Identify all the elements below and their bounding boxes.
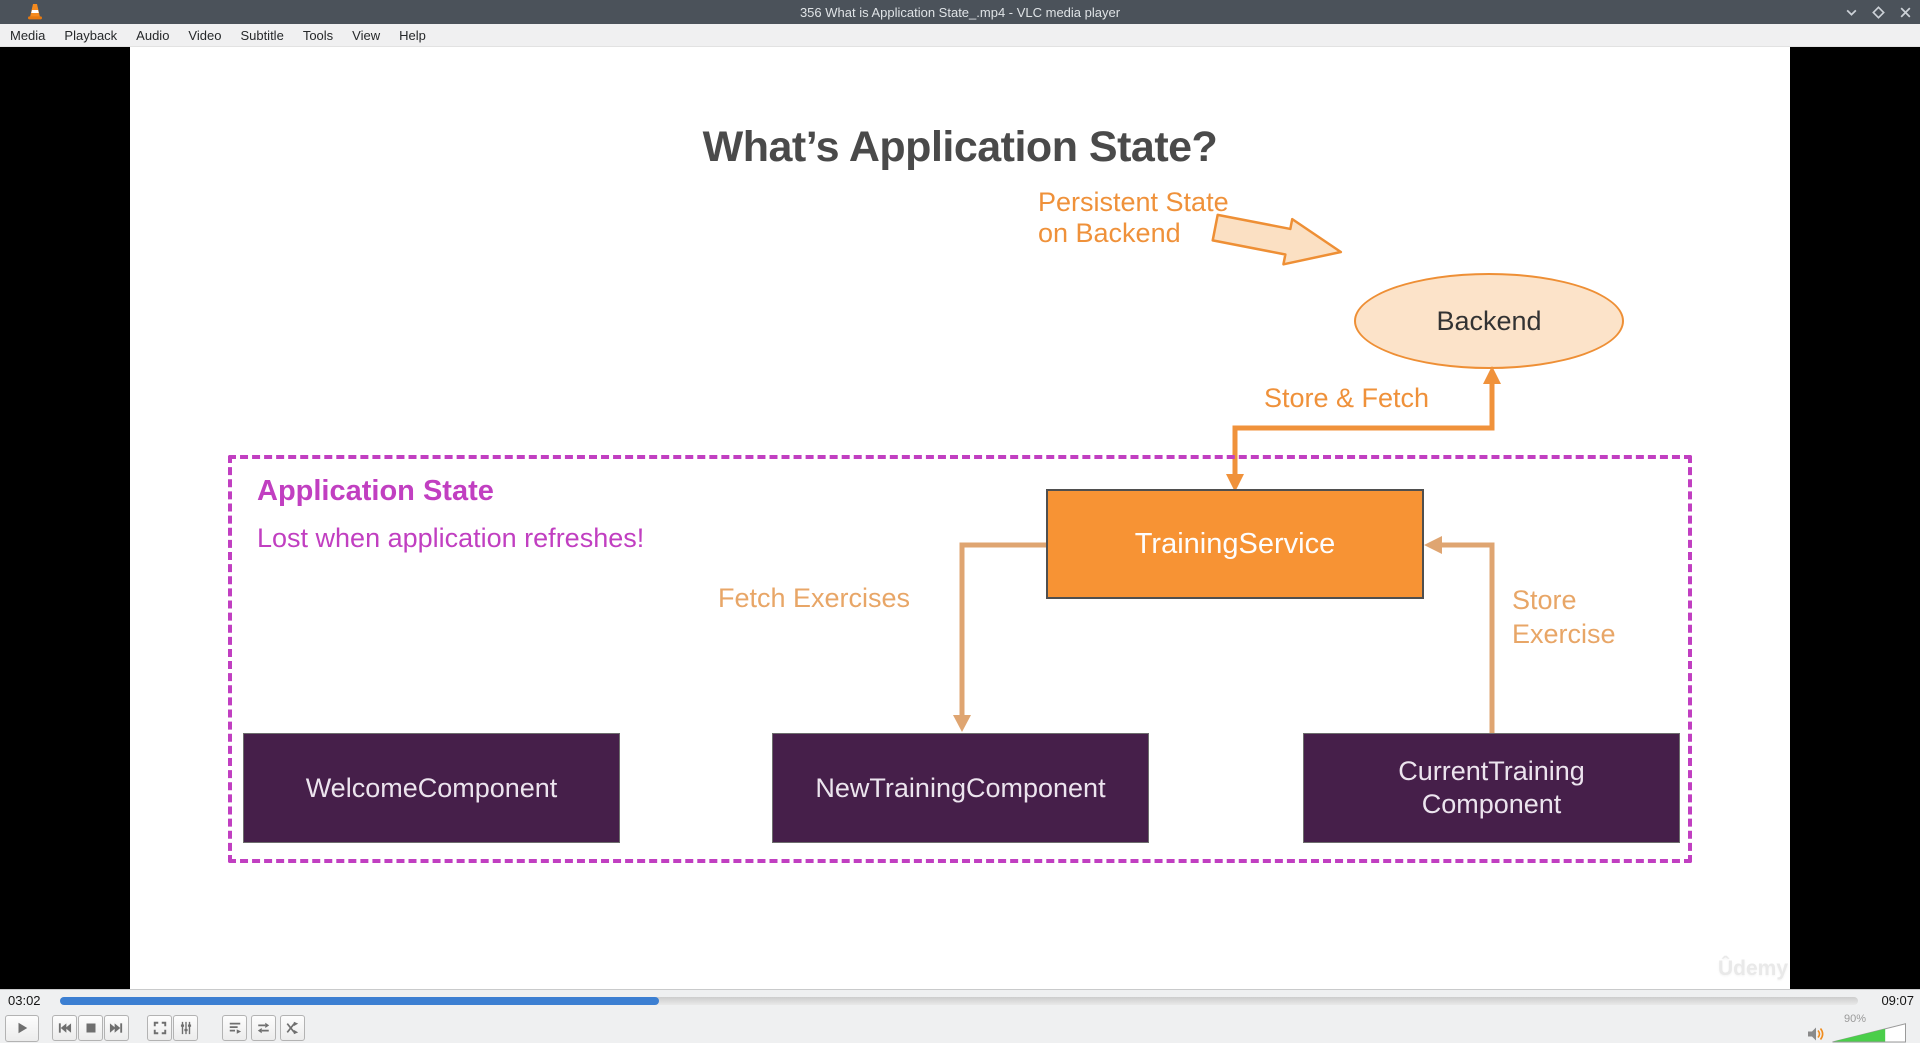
- fullscreen-icon: [153, 1021, 166, 1035]
- titlebar: 356 What is Application State_.mp4 - VLC…: [0, 0, 1920, 24]
- application-state-subtitle: Lost when application refreshes!: [257, 523, 645, 553]
- welcome-component-node: WelcomeComponent: [243, 733, 620, 843]
- next-button[interactable]: [104, 1015, 129, 1041]
- menu-help[interactable]: Help: [399, 27, 426, 43]
- application-state-boundary: [228, 455, 1692, 863]
- store-exercise-label: Store Exercise: [1512, 585, 1616, 649]
- store-fetch-label: Store & Fetch: [1264, 383, 1430, 413]
- window-title: 356 What is Application State_.mp4 - VLC…: [799, 4, 1121, 20]
- extended-settings-button[interactable]: [173, 1015, 198, 1041]
- application-state-title: Application State: [257, 475, 494, 507]
- new-training-component-node: NewTrainingComponent: [772, 733, 1149, 843]
- volume-fill: [1833, 1028, 1886, 1042]
- slide-title: What’s Application State?: [702, 123, 1218, 171]
- close-icon[interactable]: [1899, 6, 1912, 19]
- menu-subtitle[interactable]: Subtitle: [240, 27, 284, 43]
- previous-button[interactable]: [52, 1015, 77, 1041]
- volume-percentage: 90%: [1844, 1013, 1867, 1025]
- play-button[interactable]: [5, 1014, 39, 1042]
- vlc-cone-icon: [27, 3, 43, 26]
- menu-playback[interactable]: Playback: [64, 27, 118, 43]
- video-display[interactable]: What’s Application State? Persistent Sta…: [0, 47, 1920, 989]
- current-training-component-node: CurrentTraining Component: [1303, 733, 1680, 843]
- equalizer-icon: [180, 1021, 191, 1035]
- seek-slider[interactable]: [60, 996, 1858, 1005]
- skip-previous-icon: [58, 1023, 72, 1033]
- maximize-icon[interactable]: [1872, 5, 1885, 19]
- time-elapsed: 03:02: [8, 993, 41, 1008]
- block-arrow-icon: [1211, 213, 1343, 266]
- shuffle-icon: [286, 1021, 299, 1035]
- menubar: Media Playback Audio Video Subtitle Tool…: [0, 24, 1920, 47]
- time-total: 09:07: [1881, 993, 1914, 1008]
- skip-next-icon: [109, 1023, 123, 1033]
- training-service-node: TrainingService: [1046, 489, 1424, 599]
- menu-media[interactable]: Media: [10, 27, 46, 43]
- volume-slider[interactable]: 90%: [1832, 1013, 1906, 1043]
- menu-video[interactable]: Video: [188, 27, 222, 43]
- playlist-icon: [229, 1022, 241, 1034]
- fullscreen-button[interactable]: [147, 1015, 172, 1041]
- fetch-exercises-label: Fetch Exercises: [718, 583, 911, 613]
- stop-button[interactable]: [78, 1015, 103, 1041]
- persistent-state-label: Persistent State on Backend: [1038, 187, 1229, 248]
- udemy-watermark: Ûdemy: [1718, 957, 1789, 980]
- slide-content: What’s Application State? Persistent Sta…: [130, 47, 1790, 989]
- menu-audio[interactable]: Audio: [136, 27, 170, 43]
- menu-tools[interactable]: Tools: [302, 27, 334, 43]
- diagram-connectors: [953, 366, 1501, 733]
- volume-mute-icon[interactable]: [1807, 1026, 1826, 1042]
- loop-button[interactable]: [251, 1015, 276, 1041]
- seek-progress-fill: [60, 996, 659, 1005]
- play-icon: [18, 1022, 28, 1034]
- loop-icon: [257, 1022, 270, 1034]
- stop-icon: [86, 1023, 95, 1033]
- random-button[interactable]: [280, 1015, 305, 1041]
- menu-view[interactable]: View: [352, 27, 381, 43]
- minimize-icon[interactable]: [1845, 6, 1858, 19]
- backend-node: Backend: [1354, 273, 1624, 369]
- player-controls: 03:02 09:07: [0, 989, 1920, 1043]
- playlist-button[interactable]: [222, 1015, 247, 1041]
